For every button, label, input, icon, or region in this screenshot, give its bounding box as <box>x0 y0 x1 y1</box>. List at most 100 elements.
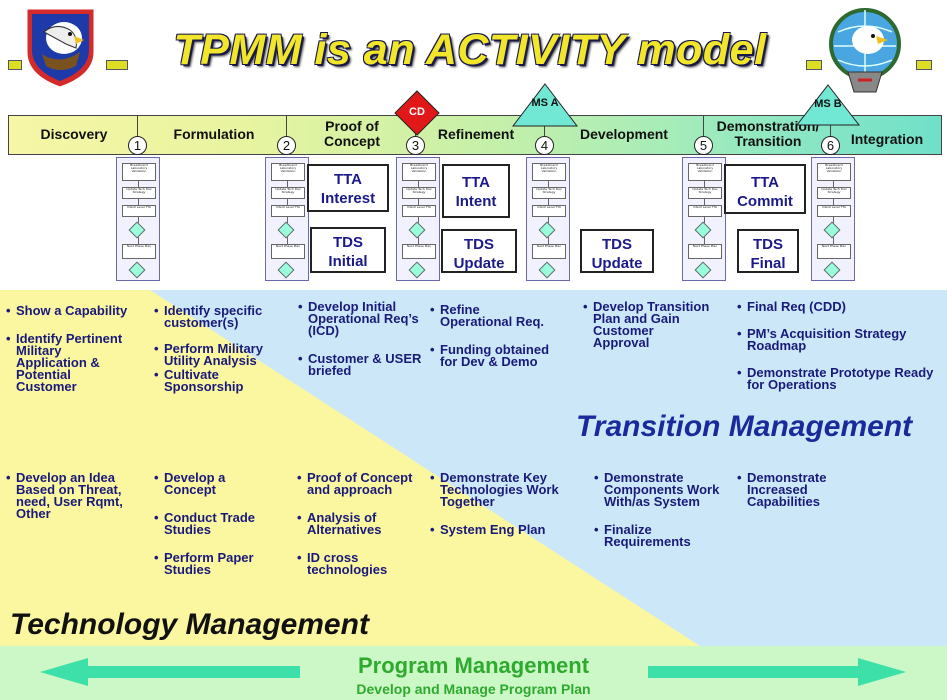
program-management-title: Program Management <box>357 653 590 678</box>
transition-management-heading: Transition Management <box>576 410 913 443</box>
technology-management-heading: Technology Management <box>10 608 369 641</box>
bullet-text: Develop a Concept <box>164 470 226 497</box>
flowchart-step: Update Tech Dev Strategy <box>402 187 436 199</box>
flowchart-step: Breadboard Laboratory Validation <box>532 163 566 181</box>
flowchart-2: Breadboard Laboratory Validation Update … <box>265 157 309 281</box>
flowchart-step: Breadboard Laboratory Validation <box>402 163 436 181</box>
lower-column-3: •Proof of Concept and approach •Analysis… <box>297 471 422 586</box>
flowchart-step: Intent Level TTA <box>122 205 156 217</box>
title-dash-right-2 <box>916 60 932 70</box>
lower-column-2: •Develop a Concept •Conduct Trade Studie… <box>154 470 276 586</box>
flowchart-step: Breadboard Laboratory Validation <box>271 163 305 181</box>
phase-divider <box>830 115 831 153</box>
box-line: Update <box>453 255 505 272</box>
milestone-3: 3 <box>406 136 425 155</box>
army-command-logo <box>24 6 97 90</box>
bullet-text: System Eng Plan <box>440 522 546 537</box>
cd-diamond-icon <box>394 90 440 136</box>
milestone-1: 1 <box>128 136 147 155</box>
box-line: Initial <box>328 253 368 270</box>
flowchart-step: Update Tech Dev Strategy <box>817 187 851 199</box>
title-dash-left-1 <box>8 60 22 70</box>
box-line: TDS <box>333 234 363 251</box>
phase-divider <box>286 115 287 153</box>
right-arrow-icon <box>648 658 906 686</box>
box-line: TDS <box>753 236 783 253</box>
bullet-text: Develop Initial Operational Req’s (ICD) <box>308 299 419 338</box>
phase-divider <box>544 115 545 153</box>
bullet-text: Identify specific customer(s) <box>164 303 263 330</box>
bullet-text: Demonstrate Increased Capabilities <box>747 470 827 509</box>
flowchart-step: Breadboard Laboratory Validation <box>688 163 722 181</box>
phase-divider <box>137 115 138 153</box>
flowchart-4: Breadboard Laboratory Validation Update … <box>526 157 570 281</box>
bullet-text: Analysis of Alternatives <box>307 510 382 537</box>
flowchart-step: Breadboard Laboratory Validation <box>122 163 156 181</box>
flowchart-step: Next Phase Plan <box>122 244 156 259</box>
flowchart-1: Breadboard Laboratory Validation Update … <box>116 157 160 281</box>
flowchart-step: Intent Level TTA <box>688 205 722 217</box>
milestone-6: 6 <box>821 136 840 155</box>
title-dash-left-2 <box>106 60 128 70</box>
box-line: Intent <box>455 193 497 210</box>
bullet-text: Finalize Requirements <box>604 522 691 549</box>
flowchart-step: Breadboard Laboratory Validation <box>817 163 851 181</box>
flowchart-5: Breadboard Laboratory Validation Update … <box>682 157 726 281</box>
bullet-text: Identify Pertinent Military Application … <box>16 331 123 394</box>
bullet-text: Cultivate Sponsorship <box>164 367 244 394</box>
phase-formulation: Formulation <box>173 126 255 142</box>
bullet-text: Demonstrate Key Technologies Work Togeth… <box>440 470 559 509</box>
page-title: TPMM is an ACTIVITY model <box>173 26 767 74</box>
left-arrow-icon <box>40 658 300 686</box>
phase-refinement: Refinement <box>437 126 515 142</box>
bullet-text: Develop an Idea Based on Threat, need, U… <box>16 470 123 521</box>
bullet-text: Perform Paper Studies <box>164 550 254 577</box>
bullet-text: Develop Transition Plan and Gain Custome… <box>593 299 710 350</box>
flowchart-step: Next Phase Plan <box>688 244 722 259</box>
lower-column-1: •Develop an Idea Based on Threat, need, … <box>6 470 128 530</box>
box-line: Commit <box>737 193 793 210</box>
bullet-text: Demonstrate Components Work With/as Syst… <box>604 470 720 509</box>
box-line: TTA <box>461 174 491 191</box>
flowchart-step: Next Phase Plan <box>817 244 851 259</box>
milestone-2: 2 <box>277 136 296 155</box>
bullet-text: Customer & USER briefed <box>308 351 422 378</box>
bullet-text: Final Req (CDD) <box>747 299 846 314</box>
cd-label: CD <box>409 106 425 118</box>
flowchart-step: Intent Level TTA <box>271 205 305 217</box>
bullet-text: Demonstrate Prototype Ready for Operatio… <box>747 365 934 392</box>
bullet-text: Funding obtained for Dev & Demo <box>440 342 550 369</box>
flowchart-step: Update Tech Dev Strategy <box>122 187 156 199</box>
box-line: TDS <box>602 236 632 253</box>
lower-column-4: •Demonstrate Key Technologies Work Toget… <box>430 470 565 546</box>
flowchart-step: Update Tech Dev Strategy <box>532 187 566 199</box>
ms-a-triangle-icon <box>512 83 578 127</box>
lower-column-6: •Demonstrate Increased Capabilities <box>737 470 862 518</box>
flowchart-step: Update Tech Dev Strategy <box>688 187 722 199</box>
flowchart-step: Next Phase Plan <box>402 244 436 259</box>
upper-column-4: •Refine Operational Req. •Funding obtain… <box>430 303 555 378</box>
tds-initial-box: TDS Initial <box>310 227 386 273</box>
upper-column-3: •Develop Initial Operational Req’s (ICD)… <box>298 299 422 378</box>
bullet-text: Show a Capability <box>16 303 128 318</box>
background-regions <box>0 290 947 646</box>
upper-column-2: •Identify specific customer(s) •Perform … <box>154 303 284 403</box>
upper-column-5: •Develop Transition Plan and Gain Custom… <box>583 299 710 350</box>
transition-region <box>150 290 947 646</box>
flowchart-step: Intent Level TTA <box>532 205 566 217</box>
lower-column-5: •Demonstrate Components Work With/as Sys… <box>594 470 724 558</box>
phase-discovery: Discovery <box>40 126 108 142</box>
bullet-text: Conduct Trade Studies <box>164 510 256 537</box>
flowchart-6: Breadboard Laboratory Validation Update … <box>811 157 855 281</box>
flowchart-step: Next Phase Plan <box>271 244 305 259</box>
box-line: Interest <box>320 190 376 207</box>
title-dash-right-1 <box>806 60 822 70</box>
phase-divider <box>703 115 704 153</box>
space-command-logo <box>829 8 901 93</box>
phase-proof-of-concept: Proof of Concept <box>324 118 380 149</box>
phase-demonstration-transition: Demonstration/ Transition <box>716 118 820 149</box>
